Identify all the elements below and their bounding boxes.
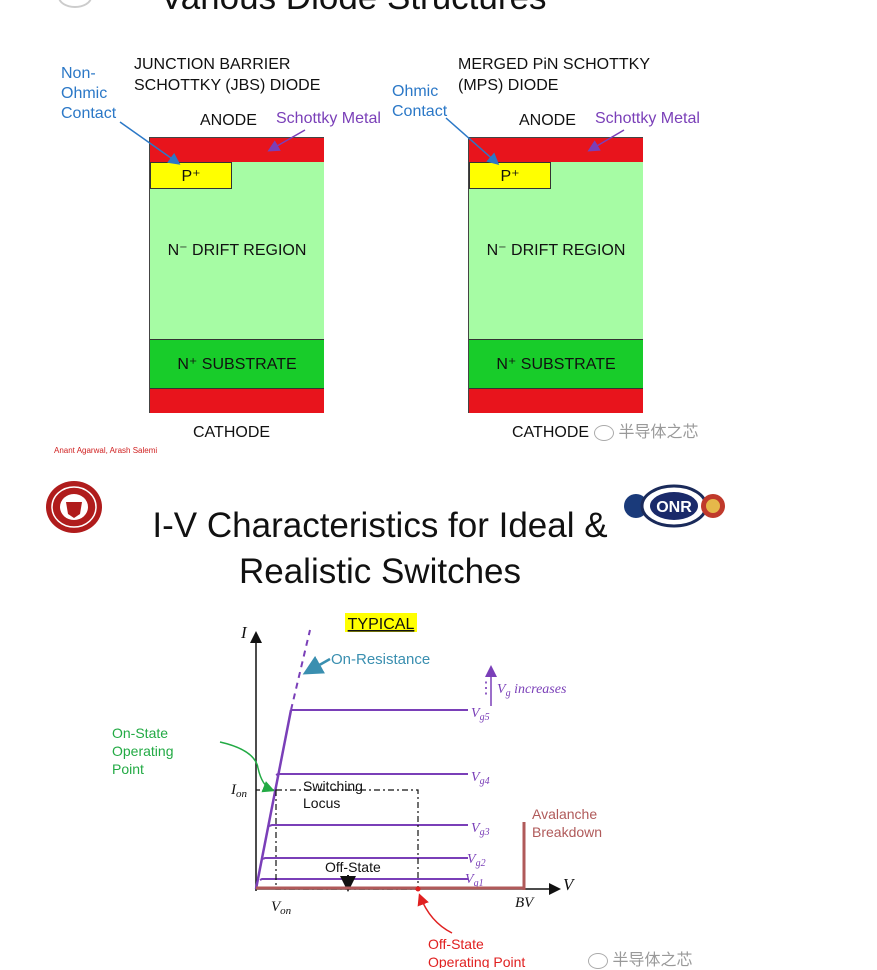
jbs-substrate: N⁺ SUBSTRATE [150,339,324,389]
vg1-label: Vg1 [465,872,484,889]
mps-diode: P⁺ N⁻ DRIFT REGION N⁺ SUBSTRATE [468,137,643,413]
typical-label: TYPICAL [348,616,415,633]
slide-1-arrows [119,117,625,165]
slide-1-title: Various Diode Structures [160,0,546,18]
on-resistance-label: On-Resistance [331,651,430,668]
wechat-icon [588,952,608,969]
jbs-p-region: P⁺ [150,162,232,189]
curve-vg2 [262,857,468,860]
vg3-label: Vg3 [471,821,490,838]
off-state-op-label-1: Off-State [428,936,484,952]
off-state-label: Off-State [325,859,381,875]
curve-vg4 [275,773,468,776]
mps-metal-label: Schottky Metal [595,110,700,127]
mps-substrate-label: N⁺ SUBSTRATE [496,356,616,373]
mps-drift-label-wrap: N⁻ DRIFT REGION [469,238,643,262]
onr-logo: ONR [624,484,725,528]
mps-contact-label: Ohmic Contact [392,83,448,120]
vg-increases-label: Vg increases [497,682,567,699]
vg-dots: ⋮ [478,680,494,697]
ion-label: Ion [230,782,248,800]
on-resistance-arrow [302,655,331,675]
mps-p-region: P⁺ [469,162,551,189]
watermark-2-text: 半导体之芯 [612,952,693,969]
on-resistance-line [254,709,293,890]
jbs-cathode-label: CATHODE [193,424,271,441]
mps-p-label: P⁺ [500,167,520,185]
mps-cathode-metal [469,389,643,413]
mps-substrate: N⁺ SUBSTRATE [469,339,643,389]
jbs-anode-label: ANODE [200,112,257,129]
bv-label: BV [515,895,535,911]
off-state-point [415,886,421,892]
switching-label-1: Switching [303,778,363,794]
vg2-label: Vg2 [467,852,486,869]
mps-contact-arrow [445,117,500,165]
jbs-drift-label: N⁻ DRIFT REGION [167,242,307,259]
jbs-drift-label-wrap: N⁻ DRIFT REGION [150,238,324,262]
von-label: Von [271,899,292,917]
watermark-2: 半导体之芯 [588,946,692,970]
on-state-label-1: On-State [112,725,168,741]
jbs-contact-arrow [119,121,181,165]
jbs-header: JUNCTION BARRIER SCHOTTKY (JBS) DIODE [134,56,321,94]
jbs-cathode-metal [150,389,324,413]
v-axis-label: V [563,875,576,894]
vg4-label: Vg4 [471,770,490,787]
on-state-arrow [219,741,275,793]
jbs-substrate-label: N⁺ SUBSTRATE [177,356,297,373]
curve-vg3 [268,824,468,827]
i-axis-label: I [240,623,248,642]
jbs-p-label: P⁺ [181,167,201,185]
switching-label-2: Locus [303,795,340,811]
mps-cathode-label: CATHODE [512,424,590,441]
mps-drift-region [469,162,643,339]
mps-header: MERGED PiN SCHOTTKY (MPS) DIODE [458,56,651,94]
university-seal-logo [46,481,102,533]
on-state-label-3: Point [112,761,144,777]
watermark-1: 半导体之芯 [594,418,698,442]
jbs-drift-region [150,162,324,339]
off-state-op-arrow [417,893,453,934]
on-resistance-dashed [290,629,311,711]
mps-metal-arrow [587,129,625,152]
curve-vg1 [259,878,468,881]
svg-text:ONR: ONR [656,499,692,516]
avalanche-label-1: Avalanche [532,806,597,822]
jbs-metal-label: Schottky Metal [276,110,381,127]
typical-highlight [345,613,417,632]
watermark-1-text: 半导体之芯 [618,424,699,441]
off-state-op-label-2: Operating Point [428,954,525,968]
slide-2-title-line-2: Realistic Switches [238,552,522,591]
on-state-label-2: Operating [112,743,173,759]
iv-diagram: TYPICAL I V On-Resistance ⋮ Vg increases… [112,613,602,968]
mps-drift-label: N⁻ DRIFT REGION [486,242,626,259]
vg5-label: Vg5 [471,706,490,723]
mps-anode-label: ANODE [519,112,576,129]
slide-2-title-line-1: I-V Characteristics for Ideal & [152,506,608,545]
jbs-metal-arrow [267,129,306,152]
credit-text: Anant Agarwal, Arash Salemi [54,446,158,455]
avalanche-label-2: Breakdown [532,824,602,840]
wechat-icon [594,424,614,441]
jbs-diode: P⁺ N⁻ DRIFT REGION N⁺ SUBSTRATE [149,137,324,413]
jbs-contact-label: Non- Ohmic Contact [61,65,117,122]
